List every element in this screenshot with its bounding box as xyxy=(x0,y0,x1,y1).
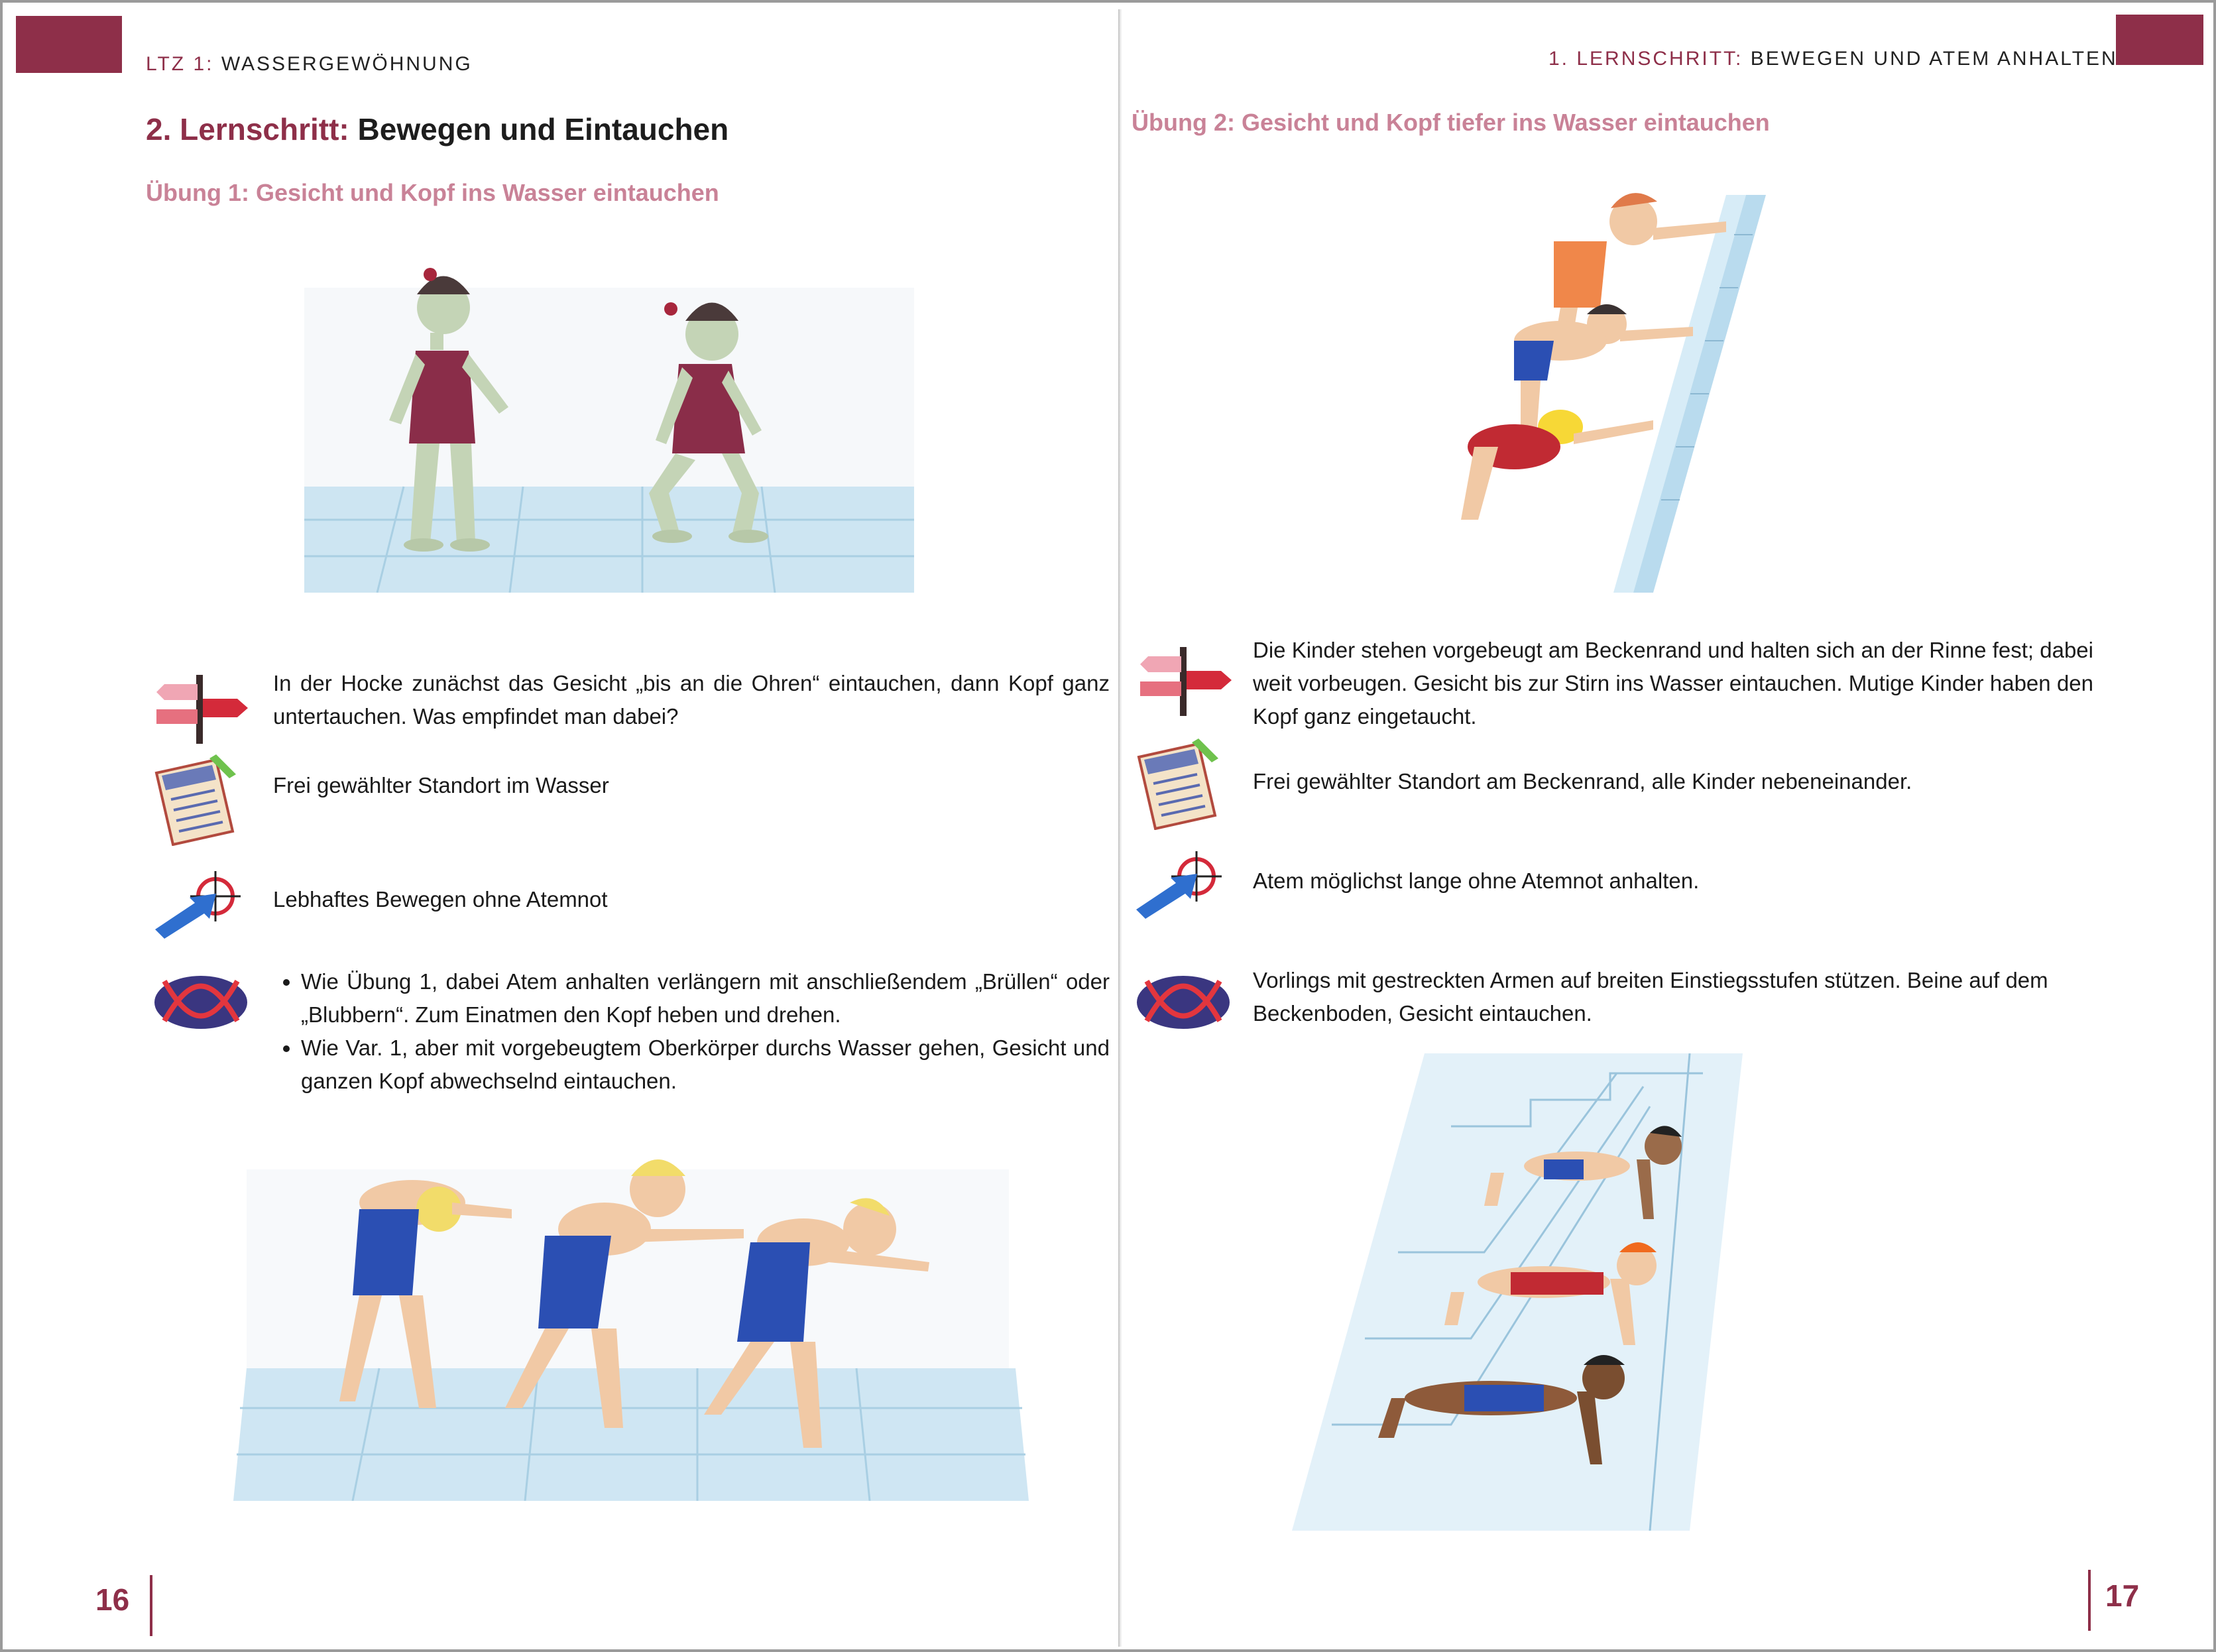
right-page-number-bar xyxy=(2088,1570,2091,1631)
girl-standing xyxy=(389,268,508,552)
signpost-icon xyxy=(1140,647,1232,716)
right-goal-text: Atem möglichst lange ohne Atemnot anhalt… xyxy=(1253,868,1700,893)
running-head-prefix: LTZ 1: xyxy=(146,53,214,75)
illustration-children-on-steps xyxy=(1292,1053,1743,1531)
child-blue xyxy=(1514,304,1693,434)
left-goal-text: Lebhaftes Bewegen ohne Atemnot xyxy=(273,887,608,912)
left-page-number-bar xyxy=(150,1575,152,1636)
running-head-prefix: 1. LERNSCHRITT: xyxy=(1548,48,1743,70)
left-running-head: LTZ 1: WASSERGEWÖHNUNG xyxy=(146,53,473,76)
book-gutter xyxy=(1118,9,1122,1647)
left-organization-text: Frei gewählter Standort im Wasser xyxy=(273,773,609,797)
left-task-text: In der Hocke zunächst das Gesicht „bis a… xyxy=(273,671,1110,729)
child-orange-hair xyxy=(1444,1242,1657,1345)
boy-3 xyxy=(704,1198,929,1448)
right-organization-text: Frei gewählter Standort am Beckenrand, a… xyxy=(1253,769,1912,794)
variation-item-1: Wie Übung 1, dabei Atem anhalten verläng… xyxy=(301,965,1110,1032)
target-arrow-icon xyxy=(1136,851,1222,919)
boy-1 xyxy=(339,1180,512,1408)
organization-sheet-icon xyxy=(154,754,236,846)
variation-item-2: Wie Var. 1, aber mit vorgebeugtem Oberkö… xyxy=(301,1032,1110,1098)
target-arrow-icon xyxy=(155,871,241,939)
illustration-children-pool-edge xyxy=(1461,193,1766,593)
illustration-girls-crouching xyxy=(304,268,914,593)
lesson-title-prefix: 2. Lernschritt: xyxy=(146,112,349,147)
signpost-icon xyxy=(156,675,248,744)
variation-loop-icon xyxy=(1137,976,1230,1029)
right-page-number: 17 xyxy=(2105,1578,2140,1613)
organization-sheet-icon xyxy=(1137,738,1218,830)
exercise-title-2: Übung 2: Gesicht und Kopf tiefer ins Was… xyxy=(1132,109,1770,136)
left-variations: Wie Übung 1, dabei Atem anhalten verläng… xyxy=(273,965,1110,1098)
left-color-tab xyxy=(16,16,122,73)
right-running-head: 1. LERNSCHRITT: BEWEGEN UND ATEM ANHALTE… xyxy=(1548,48,2118,70)
exercise-title-1: Übung 1: Gesicht und Kopf ins Wasser ein… xyxy=(146,179,719,206)
left-page-number: 16 xyxy=(95,1582,130,1617)
child-dark-hair xyxy=(1484,1126,1682,1219)
right-variation-text: Vorlings mit gestreckten Armen auf breit… xyxy=(1253,968,2048,1026)
running-head-title: BEWEGEN UND ATEM ANHALTEN xyxy=(1750,48,2118,70)
lesson-title: 2. Lernschritt: Bewegen und Eintauchen xyxy=(146,111,729,147)
right-task-text: Die Kinder stehen vorgebeugt am Beckenra… xyxy=(1253,638,2093,729)
illustration-boys-walking xyxy=(233,1159,1029,1501)
right-color-tab xyxy=(2116,15,2203,65)
child-brown xyxy=(1378,1355,1625,1464)
boy-2 xyxy=(505,1159,744,1428)
girl-crouching xyxy=(649,302,768,543)
lesson-title-text: Bewegen und Eintauchen xyxy=(357,112,729,147)
running-head-title: WASSERGEWÖHNUNG xyxy=(221,53,473,75)
child-red xyxy=(1461,410,1653,520)
variation-loop-icon xyxy=(154,976,247,1029)
